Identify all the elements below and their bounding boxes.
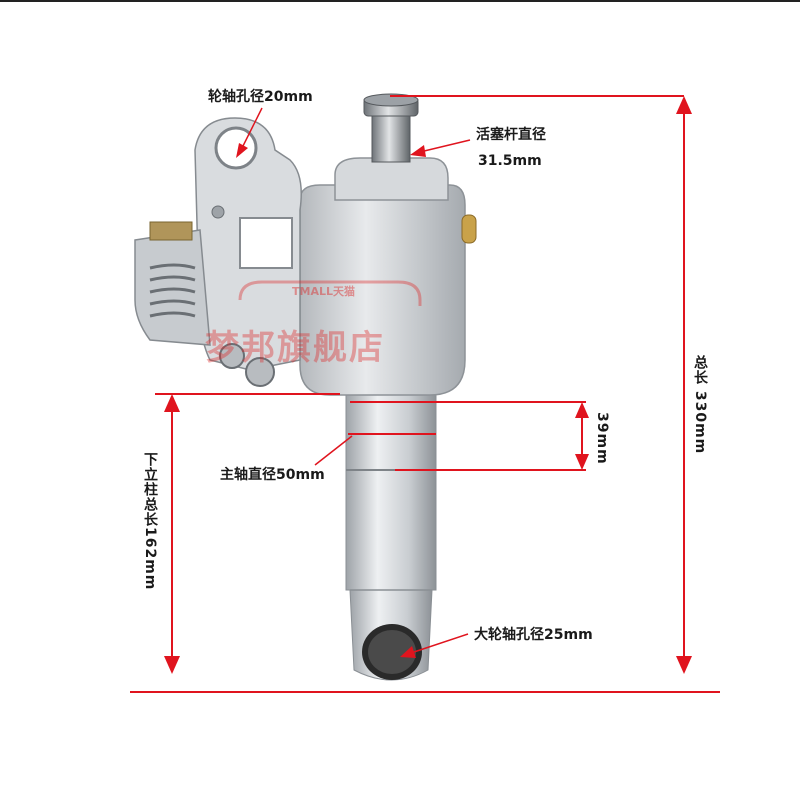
spring-assembly — [134, 221, 211, 346]
big-axle-leader — [407, 633, 469, 655]
height-39-label: 39mm — [594, 412, 610, 465]
total-length-arrow-bottom — [676, 656, 692, 674]
main-shaft-label: 主轴直径50mm — [220, 467, 325, 483]
small-axle-hole — [214, 126, 258, 170]
height-39-arrow-bottom — [575, 454, 589, 470]
tmall-watermark-shape — [238, 280, 422, 306]
store-watermark: 梦邦旗舰店 — [205, 328, 385, 368]
lower-column — [345, 391, 437, 681]
piston-rod-title-label: 活塞杆直径 — [476, 127, 546, 143]
left-bracket — [194, 117, 302, 387]
lower-column-arrow-bottom — [164, 656, 180, 674]
small-axle-leader — [241, 107, 263, 149]
piston-rod-value-label: 31.5mm — [478, 153, 542, 169]
lower-column-arrow-top — [164, 394, 180, 412]
piston-rod-leader — [419, 139, 471, 153]
total-length-label: 总长 330mm — [692, 355, 708, 455]
pump-body — [299, 157, 477, 396]
lower-column-length-label: 下立柱总长162mm — [142, 452, 158, 591]
piston-rod — [363, 93, 419, 163]
tmall-watermark: TMALL天猫 — [292, 285, 355, 298]
total-length-arrow-top — [676, 96, 692, 114]
dimension-lines — [130, 95, 720, 693]
big-wheel-axle-hole-label: 大轮轴孔径25mm — [474, 627, 593, 643]
wheel-axle-hole-label: 轮轴孔径20mm — [208, 89, 313, 105]
height-39-arrow-top — [575, 402, 589, 418]
main-shaft-leader — [314, 435, 353, 466]
